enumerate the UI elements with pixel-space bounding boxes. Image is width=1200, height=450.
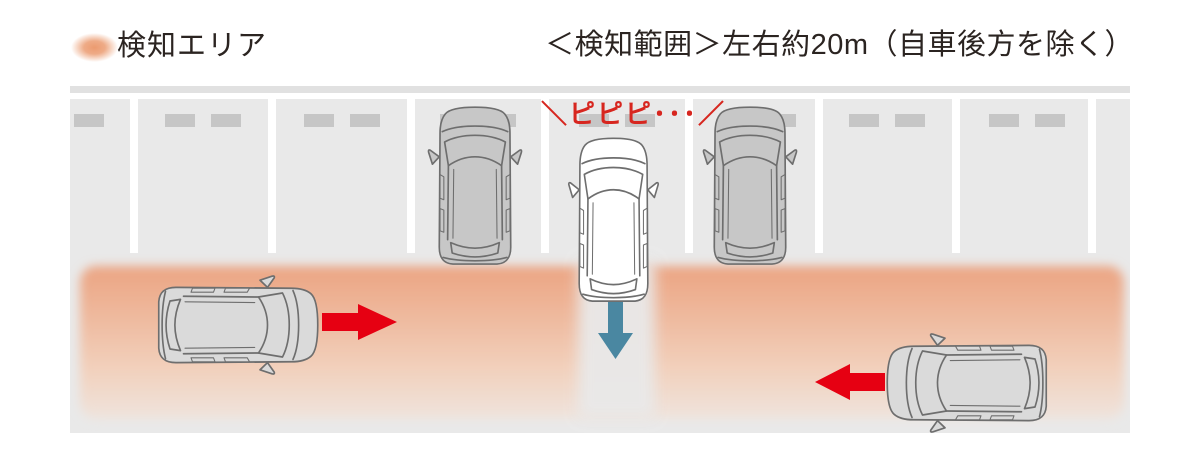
stall-divider-lines	[130, 99, 1096, 253]
curb-strip	[70, 86, 1130, 93]
beeping-alert-text: ＼ピピピ･･･／	[541, 99, 727, 129]
own-car-reversing-icon	[567, 137, 660, 302]
parked-van-left-icon	[427, 106, 523, 265]
crossing-arrow-leftward-icon	[815, 364, 885, 400]
crossing-arrow-rightward-icon	[322, 304, 397, 340]
reverse-arrow-icon	[598, 302, 633, 359]
detection-range-note: ＜検知範囲＞左右約20m（自車後方を除く）	[545, 29, 1134, 61]
crossing-car-right-icon	[886, 333, 1048, 433]
crossing-car-left-icon	[157, 275, 319, 375]
parking-scene	[70, 86, 1130, 433]
detection-area-swatch-icon	[71, 33, 118, 62]
legend-label: 検知エリア	[117, 30, 268, 62]
